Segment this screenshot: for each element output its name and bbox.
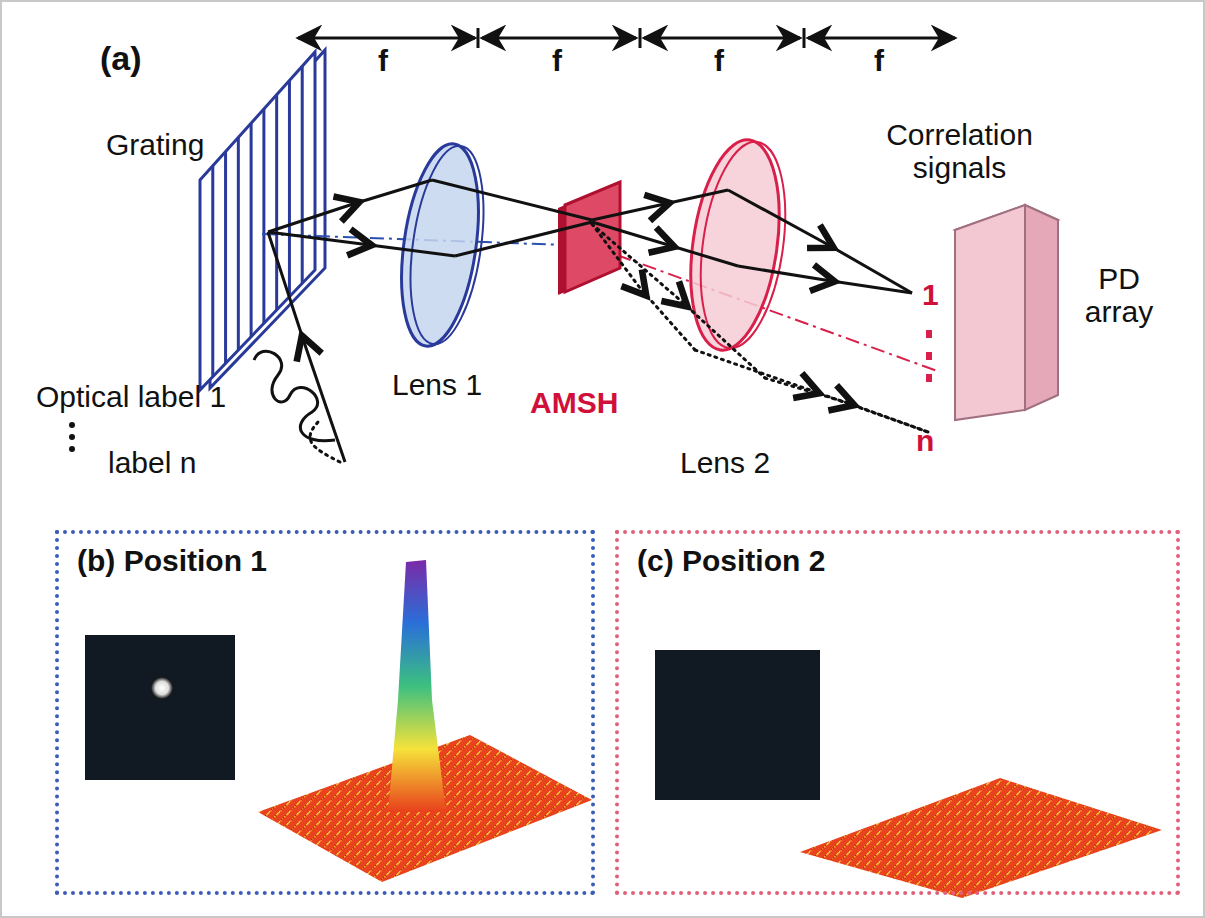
part-name: PD array	[1064, 262, 1174, 328]
hologram-plate	[565, 182, 620, 292]
lens-edge	[399, 141, 494, 349]
signal-name: Optical label 1	[36, 380, 226, 413]
signal-name: label n	[108, 446, 196, 479]
correlation-peak	[388, 560, 446, 812]
signal-name: Correlation signals	[872, 118, 1047, 184]
panel-box: (c) Position 2	[615, 530, 1180, 895]
part-name: Lens 2	[680, 446, 770, 479]
panel-box: (b) Position 1	[55, 530, 595, 895]
lens	[390, 139, 490, 351]
part-name: Grating	[106, 128, 204, 161]
dimension-lines	[298, 28, 955, 48]
optical-label-wave	[254, 351, 335, 441]
hologram-edge	[558, 205, 565, 295]
light-rays	[268, 180, 912, 462]
photodiode-array	[955, 205, 1058, 420]
camera-image	[655, 650, 820, 800]
correlation-spot	[151, 677, 173, 699]
lens-edge	[689, 136, 797, 353]
dimension-label: f	[714, 44, 724, 77]
ellipsis-dots	[69, 422, 75, 452]
callout-number: n	[916, 424, 934, 457]
lens	[679, 134, 792, 356]
dimension-label: f	[874, 44, 884, 77]
dimension-label: f	[552, 44, 562, 77]
part-name: Lens 1	[392, 368, 482, 401]
dimension-label: f	[378, 44, 388, 77]
intensity-base	[800, 778, 1162, 898]
panel-heading: (b) Position 1	[59, 534, 591, 578]
callout-number: 1	[922, 278, 939, 311]
panel-heading: (c) Position 2	[619, 534, 1176, 578]
camera-image	[85, 635, 235, 780]
panel-label: (a)	[100, 40, 142, 77]
part-name: AMSH	[530, 386, 618, 419]
dotted-rays	[310, 224, 928, 462]
ellipsis-dots	[926, 330, 932, 382]
